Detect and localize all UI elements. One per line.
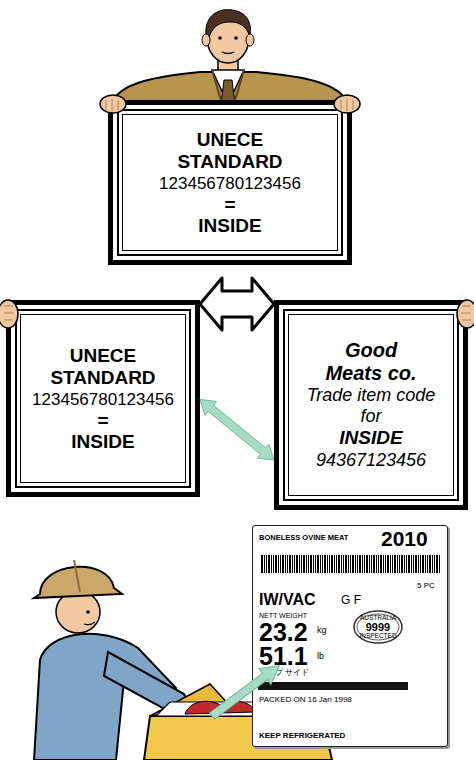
pack-type: IW/VAC [259,592,316,608]
presenter-figure [212,70,244,104]
cardboard-box [185,701,256,714]
holding-hands [0,300,18,328]
holding-hands [461,306,471,320]
piece-count: 5 PC [417,582,435,590]
presenter-figure [212,70,244,104]
stamp-outline [357,614,399,640]
weight-unit: kg [317,626,327,635]
presenter-figure [246,34,254,46]
presenter-figure [222,52,234,54]
weight-value: 51.1 [259,644,308,669]
worker-figure [84,622,95,625]
carton-label: BONELESS OVINE MEAT 2010 5 PC IW/VAC G F NETT… [252,525,448,747]
storage-note: KEEP REFRIGERATED [259,732,345,740]
holding-hands [4,306,14,320]
stamp-number: 9999 [366,622,390,633]
holding-hands [100,95,126,113]
item-name: INSIDE [339,427,402,449]
pointer-arrow [206,658,285,724]
worker-figure [86,610,90,614]
holding-hands [0,95,474,328]
presenter-figure [234,36,238,40]
standard-code: 123456780123456 [32,389,174,411]
label-barcodes [258,682,408,690]
pointer-arrow [206,658,285,724]
presenter-figure [218,36,222,40]
product-name: BONELESS OVINE MEAT [259,534,348,542]
holding-hands [334,95,360,113]
packing-date: PACKED ON 16 Jan 1998 [259,696,352,704]
item-name: INSIDE [71,431,134,453]
sign-board: Good Meats co.Trade item code forINSIDE9… [274,300,468,510]
product-code: 2010 [381,528,428,549]
code-caption: Trade item code for [301,385,441,427]
sign-heading: UNECE STANDARD [48,345,158,389]
mapping-arrow [200,400,274,461]
trade-item-code: 94367123456 [316,449,426,471]
weight-caption: NETT WEIGHT [259,612,307,619]
sign-board: UNECE STANDARD123456780123456=INSIDE [6,300,200,497]
equals-sign: = [224,195,235,215]
presenter-figure [112,10,348,112]
company-name: Good Meats co. [321,339,421,385]
equals-sign: = [97,411,108,431]
presenter-figure [206,10,251,40]
stamp-word: INSPECTED [359,633,396,640]
sign-heading: UNECE STANDARD [175,129,285,173]
weight-value: 23.2 [259,620,308,645]
holding-hands [106,99,118,111]
label-barcodes [258,555,440,690]
inspection-stamp: AUSTRALIA9999INSPECTED [353,610,403,644]
stamp-outline [354,611,402,643]
double-arrow [200,278,274,330]
standard-code: 123456780123456 [159,173,301,195]
item-name: INSIDE [198,215,261,237]
label-barcodes [260,555,440,573]
worker-figure [74,560,80,592]
presenter-figure [202,34,210,46]
weight-unit: lb [317,652,324,661]
holding-hands [457,300,474,328]
sign-board: UNECE STANDARD123456780123456=INSIDE [108,100,352,265]
holding-hands [341,99,353,111]
grade-mark: G F [341,594,361,606]
japanese-cut-name: トップ サイド [259,669,309,677]
